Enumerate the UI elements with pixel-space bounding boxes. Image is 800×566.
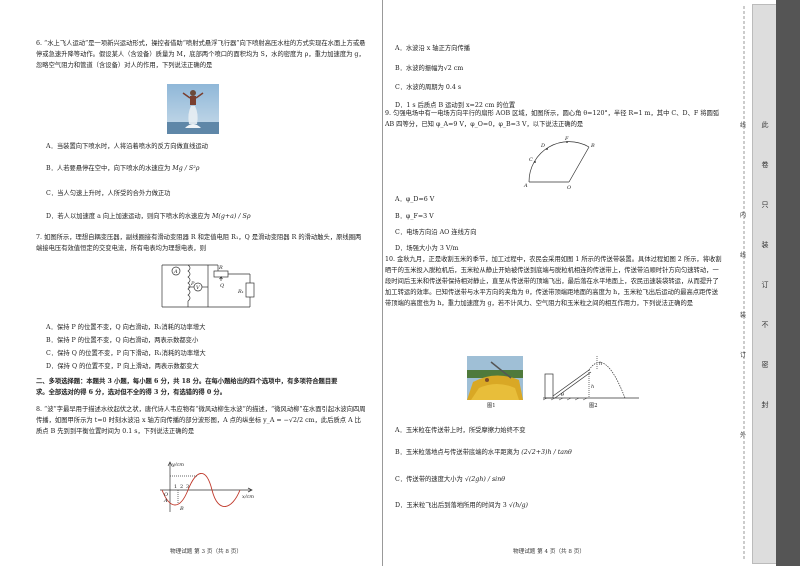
label-b: B <box>590 143 595 149</box>
r1-label: R₁ <box>237 289 244 295</box>
question-9-stem: 9. 匀强电场中有一电场方向平行的扇形 AOB 区域，如图所示，圆心角 θ=12… <box>385 110 720 128</box>
corn-pile-photo <box>467 356 523 400</box>
formula-c: √(2gh) / sinθ <box>464 476 506 483</box>
page-3-footer: 物理试题 第 3 页（共 8 页） <box>170 549 242 555</box>
y-axis-label: y/cm <box>171 462 184 468</box>
binding-edge <box>776 0 800 566</box>
sector-field-diagram: A O B C D F <box>523 136 595 190</box>
wave-graph: y/cm x/cm O 1 2 3 A B <box>160 461 254 512</box>
angle-label: θ <box>561 392 564 398</box>
label-f: F <box>564 136 569 142</box>
figure-1-caption: 图1 <box>487 403 496 409</box>
question-6-stem: 6. “水上飞人运动”是一项新兴运动形式，操控者借助“喷射式悬浮飞行器”向下喷射… <box>36 40 366 69</box>
question-10-option-c: C．传送带的速度大小为 √(2gh) / sinθ <box>395 476 506 483</box>
p-label: P <box>190 281 195 287</box>
tick-3: 3 <box>186 484 189 490</box>
strip-char-1: 此 <box>761 121 769 129</box>
tick-2: 2 <box>180 484 183 490</box>
question-6-option-d: D．若人以加速度 a 向上加速运动，则向下喷水的水速应为 M(g+a) / Sρ <box>46 213 251 220</box>
voltmeter-label: V <box>196 285 201 291</box>
conveyor-trajectory-diagram: h h θ <box>542 356 639 401</box>
question-6-option-a: A．当装置向下喷水时，人将沿着喷水的反方向做直线运动 <box>46 143 208 150</box>
question-10-stem: 10. 金秋九月，正是收割玉米的季节，加工过程中，农民会采用如图 1 所示的传送… <box>385 256 722 307</box>
question-8-stem: 8. “波”字最早用于描述水纹起伏之状，唐代诗人韦应物有“微风动柳生水波”的描述… <box>36 406 366 435</box>
label-a: A <box>523 183 528 189</box>
question-7-option-b: B．保持 P 的位置不变，Q 向右滑动，两表示数都变小 <box>46 337 199 344</box>
page-4-footer: 物理试题 第 4 页（共 8 页） <box>513 549 585 555</box>
question-8-option-a: A．水波沿 x 轴正方向传播 <box>395 45 471 52</box>
transformer-circuit-diagram: A V P Q R R₁ <box>161 264 255 308</box>
question-10-option-d: D．玉米粒飞出后到落地所用的时间为 3 √(h/g) <box>395 502 528 509</box>
question-7-option-c: C．保持 Q 的位置不变，P 向下滑动，R₁消耗的功率增大 <box>46 350 206 357</box>
right-page: A．水波沿 x 轴正方向传播 B．水波的振幅为√2 cm C．水波的周期为 0.… <box>382 0 733 566</box>
question-9-option-a: A．φ_D=6 V <box>395 196 435 203</box>
question-7-option-a: A．保持 P 的位置不变，Q 向右滑动，R₁消耗的功率增大 <box>46 324 206 331</box>
section-2-heading: 二、多项选择题：本题共 3 小题，每小题 6 分，共 18 分。在每小题给出的四… <box>36 378 338 396</box>
seal-char-5: 订 <box>739 352 746 359</box>
seal-char-1: 线 <box>739 122 746 129</box>
question-7-stem: 7. 如图所示，理想自耦变压器，副线圈接有滑动变阻器 R 和定值电阻 R₁，Q … <box>36 234 362 252</box>
strip-char-4: 装 <box>761 241 769 249</box>
point-a-label: A <box>163 498 168 504</box>
q-label: Q <box>220 283 224 289</box>
question-10-option-b: B．玉米粒落地点与传送带底端的水平距离为 (2√2+3)h / tanθ <box>395 449 572 456</box>
left-page: 6. “水上飞人运动”是一项新兴运动形式，操控者借助“喷射式悬浮飞行器”向下喷射… <box>0 0 382 566</box>
question-9-option-c: C．电场方向沿 AO 连线方向 <box>395 229 477 236</box>
seal-char-3: 线 <box>739 252 746 259</box>
question-8-option-c: C．水波的周期为 0.4 s <box>395 84 462 91</box>
formula-b: Mg / S²ρ <box>172 165 200 172</box>
question-8-option-d: D．1 s 后质点 B 运动到 x=22 cm 的位置 <box>395 102 516 109</box>
question-8-option-b: B．水波的振幅为√2 cm <box>395 65 464 72</box>
strip-char-8: 封 <box>761 401 769 409</box>
strip-char-2: 卷 <box>761 161 769 169</box>
strip-char-5: 订 <box>761 281 769 289</box>
label-o: O <box>567 185 571 190</box>
question-6-option-b: B．人若要悬停在空中，向下喷水的水速应为 Mg / S²ρ <box>46 165 200 172</box>
strip-char-6: 不 <box>761 321 769 329</box>
strip-char-3: 只 <box>761 201 769 209</box>
seal-char-6: 外 <box>739 432 746 439</box>
point-b-label: B <box>179 506 184 512</box>
water-jetpack-photo <box>167 84 219 134</box>
tick-1: 1 <box>174 484 177 490</box>
formula-d: √(h/g) <box>508 502 528 509</box>
origin-label: O <box>164 492 168 498</box>
ammeter-label: A <box>173 269 178 275</box>
label-d: D <box>540 143 545 149</box>
height-label-bottom: h <box>591 384 594 390</box>
figure-2-caption: 图2 <box>589 403 598 409</box>
seal-chars: 线 内 线 装 订 外 <box>736 20 750 550</box>
x-axis-label: x/cm <box>242 494 254 500</box>
height-label-top: h <box>599 361 602 367</box>
seal-dashed-line <box>743 6 745 560</box>
strip-char-7: 密 <box>761 361 769 369</box>
label-c: C <box>529 157 533 163</box>
question-9-option-d: D．场强大小为 3 V/m <box>395 245 459 252</box>
seal-char-2: 内 <box>739 212 746 219</box>
question-9-option-b: B．φ_F=3 V <box>395 213 434 220</box>
formula-d: M(g+a) / Sρ <box>211 213 251 220</box>
question-10-option-a: A．玉米粒在传送带上时，所受摩擦力始终不变 <box>395 427 526 434</box>
question-7-option-d: D．保持 Q 的位置不变，P 向上滑动，两表示数都变大 <box>46 363 199 370</box>
r-label: R <box>218 265 223 271</box>
seal-char-4: 装 <box>739 312 746 319</box>
formula-b: (2√2+3)h / tanθ <box>521 449 572 456</box>
question-6-option-c: C．当人匀速上升时，人所受的合外力做正功 <box>46 190 171 197</box>
